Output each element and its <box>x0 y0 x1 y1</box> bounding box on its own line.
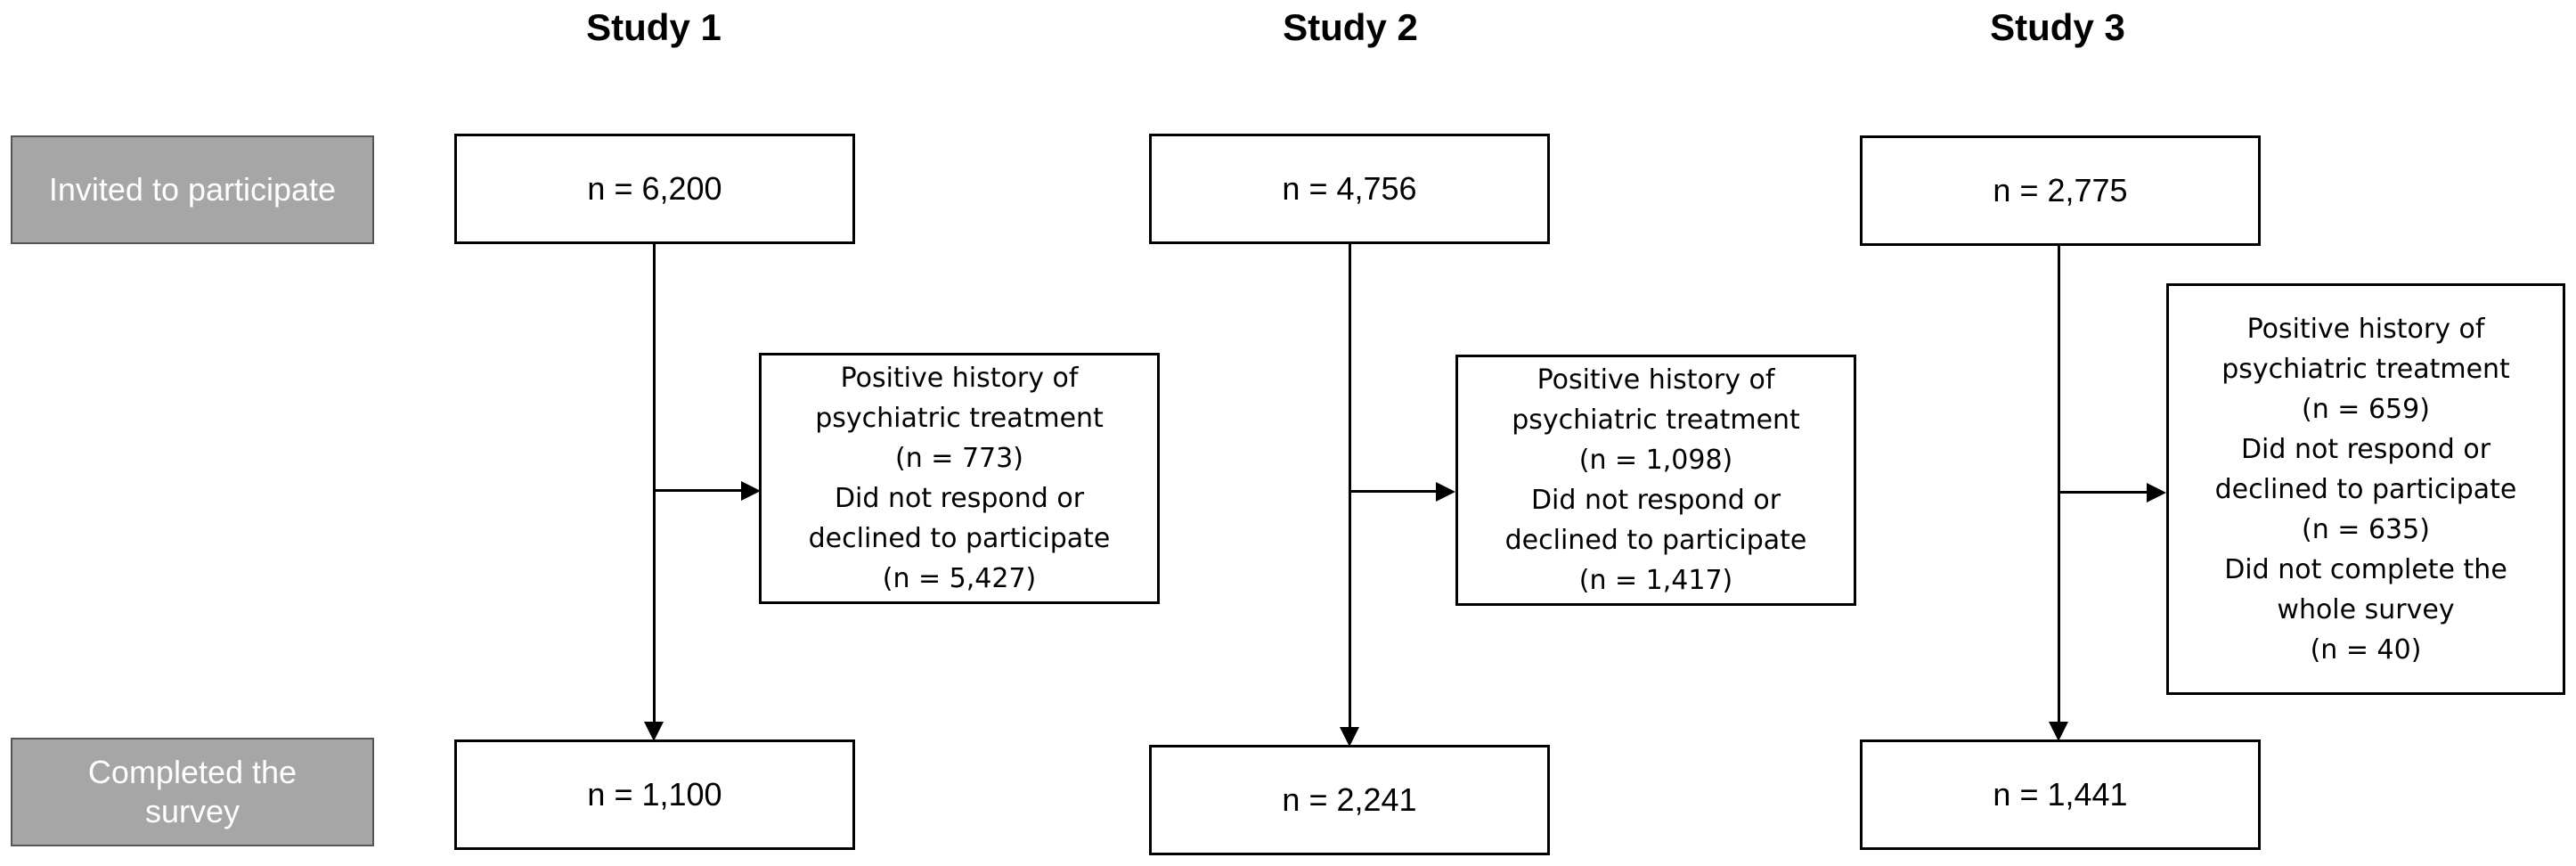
study-3-exclusion-line: Positive history of <box>2246 313 2485 345</box>
study-2-arrow-right <box>1436 482 1455 502</box>
study-1-exclusion-line: (n = 773) <box>895 443 1023 474</box>
study-2-completed-box: n = 2,241 <box>1149 745 1550 855</box>
study-2-invited-box: n = 4,756 <box>1149 134 1550 244</box>
study-1-exclusion-line: psychiatric treatment <box>815 403 1104 434</box>
row-label-completed-line2: survey <box>144 793 240 829</box>
study-3-exclusion-line: whole survey <box>2277 593 2455 625</box>
study-1-arrow-down <box>644 722 664 741</box>
study-2-exclusion-line: (n = 1,098) <box>1578 445 1733 476</box>
study-2-completed-count: n = 2,241 <box>1282 781 1417 818</box>
study-3-arrow-down <box>2049 722 2068 741</box>
study-3-invited-count: n = 2,775 <box>1993 172 2128 208</box>
study-1-exclusion-box: Positive history of psychiatric treatmen… <box>759 353 1160 604</box>
study-1-arrow-right <box>741 481 761 501</box>
study-1-invited-box: n = 6,200 <box>454 134 855 244</box>
study-2-exclusion-line: psychiatric treatment <box>1512 404 1800 436</box>
study-1-exclusion-line: Did not respond or <box>834 483 1085 514</box>
study-2-branch-line <box>1349 490 1439 493</box>
study-1-completed-count: n = 1,100 <box>587 776 722 813</box>
row-label-completed: Completed the survey <box>11 738 374 846</box>
study-1-exclusion-line: (n = 5,427) <box>882 563 1037 594</box>
study-2-invited-count: n = 4,756 <box>1282 170 1417 207</box>
study-3-exclusion-line: (n = 635) <box>2302 513 2430 545</box>
row-label-completed-line1: Completed the <box>87 754 298 790</box>
study-3-exclusion-line: Did not complete the <box>2224 553 2507 585</box>
study-3-exclusion-line: psychiatric treatment <box>2221 353 2510 385</box>
study-3-exclusion-line: (n = 659) <box>2302 393 2430 425</box>
study-2-arrow-down <box>1340 727 1359 747</box>
study-1-branch-line <box>654 489 743 492</box>
row-label-invited-text: Invited to participate <box>48 171 337 208</box>
study-3-exclusion-line: Did not respond or <box>2240 433 2491 465</box>
study-3-invited-box: n = 2,775 <box>1860 135 2261 246</box>
study-2-flow-line <box>1349 244 1351 731</box>
study-3-completed-count: n = 1,441 <box>1993 776 2128 813</box>
study-3-exclusion-line: declined to participate <box>2214 473 2517 505</box>
row-label-invited: Invited to participate <box>11 135 374 244</box>
study-2-exclusion-line: Positive history of <box>1537 364 1775 396</box>
study-2-exclusion-box: Positive history of psychiatric treatmen… <box>1455 355 1856 606</box>
study-1-invited-count: n = 6,200 <box>587 170 722 207</box>
study-1-exclusion-line: Positive history of <box>840 363 1079 394</box>
study-1-title: Study 1 <box>586 6 721 48</box>
study-3-exclusion-box: Positive history of psychiatric treatmen… <box>2166 283 2565 695</box>
study-3-flow-line <box>2058 246 2060 725</box>
study-3-arrow-right <box>2147 483 2166 502</box>
study-2-title: Study 2 <box>1283 6 1418 48</box>
study-3-branch-line <box>2058 491 2148 494</box>
study-1-completed-box: n = 1,100 <box>454 739 855 850</box>
study-3-title: Study 3 <box>1990 6 2125 48</box>
study-2-exclusion-line: (n = 1,417) <box>1578 565 1733 596</box>
study-3-exclusion-line: (n = 40) <box>2310 633 2422 666</box>
study-3-completed-box: n = 1,441 <box>1860 739 2261 850</box>
study-2-exclusion-line: Did not respond or <box>1530 485 1781 516</box>
study-1-exclusion-line: declined to participate <box>808 523 1111 554</box>
study-1-flow-line <box>653 244 656 725</box>
study-2-exclusion-line: declined to participate <box>1504 525 1807 556</box>
